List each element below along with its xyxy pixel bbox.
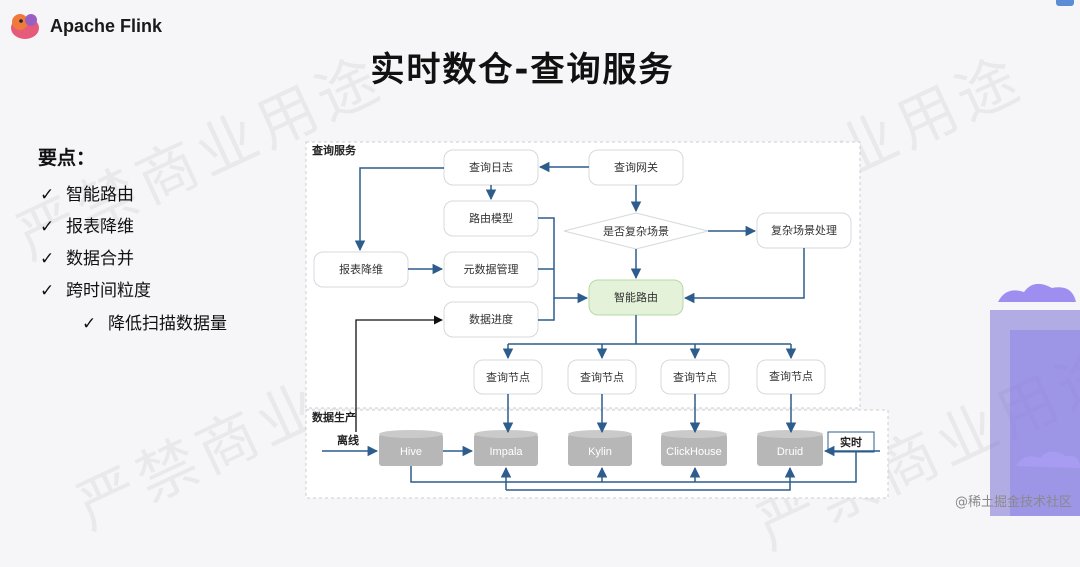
routing-model-label: 路由模型	[469, 211, 513, 225]
keypoint-item: ✓数据合并	[40, 249, 134, 269]
flow-arrows	[322, 161, 880, 491]
engine-kylin: Kylin	[568, 430, 632, 466]
engine-clickhouse: ClickHouse	[661, 430, 727, 466]
source-watermark: @稀土掘金技术社区	[954, 495, 1072, 510]
metadata-mgmt-label: 元数据管理	[464, 262, 519, 276]
realtime-box	[827, 431, 875, 453]
page-title: 实时数仓-查询服务	[370, 50, 675, 90]
corner-badge-icon	[1056, 0, 1074, 6]
query-node-label: 查询节点	[486, 370, 530, 384]
realtime-label: 实时	[840, 435, 862, 449]
offline-label: 离线	[337, 433, 359, 447]
keypoints-title: 要点：	[38, 147, 96, 169]
query-service-label: 查询服务	[312, 143, 357, 157]
data-production-label: 数据生产	[312, 410, 356, 424]
engine-druid: Druid	[757, 430, 823, 466]
data-progress-label: 数据进度	[469, 312, 513, 326]
query-node-label: 查询节点	[769, 369, 813, 383]
brand-name: Apache Flink	[50, 16, 163, 36]
check-icon: ✓	[40, 249, 55, 269]
engine-hive: Hive	[379, 430, 443, 466]
check-icon: ✓	[40, 281, 55, 301]
query-gateway-label: 查询网关	[614, 160, 658, 174]
check-icon: ✓	[40, 217, 55, 237]
engine-label: Hive	[400, 446, 422, 458]
keypoint-item: ✓报表降维	[40, 217, 134, 237]
engine-label: Impala	[489, 446, 523, 458]
complex-decision-label: 是否复杂场景	[603, 224, 669, 238]
engine-label: Druid	[777, 446, 803, 458]
keypoint-item: ✓跨时间粒度	[40, 281, 151, 301]
engine-label: Kylin	[588, 446, 612, 458]
engine-label: ClickHouse	[666, 446, 722, 458]
report-reduce-label: 报表降维	[339, 262, 383, 276]
smart-routing-label: 智能路由	[614, 290, 658, 304]
keypoint-item: ✓智能路由	[40, 185, 134, 205]
check-icon: ✓	[82, 314, 97, 334]
query-node-label: 查询节点	[580, 370, 624, 384]
decorative-cloud-blocks	[990, 283, 1080, 516]
query-service-diagram: 查询服务 数据生产 查询日志 查询网关 路由模型 是否复杂场景 复杂场景处理 报…	[305, 141, 889, 499]
check-icon: ✓	[40, 185, 55, 205]
query-log-label: 查询日志	[469, 160, 513, 174]
flink-logo-icon	[11, 14, 39, 39]
complex-handling-label: 复杂场景处理	[771, 223, 837, 237]
keypoint-subitem: ✓降低扫描数据量	[82, 314, 227, 334]
engine-impala: Impala	[474, 430, 538, 466]
query-node-label: 查询节点	[673, 370, 717, 384]
